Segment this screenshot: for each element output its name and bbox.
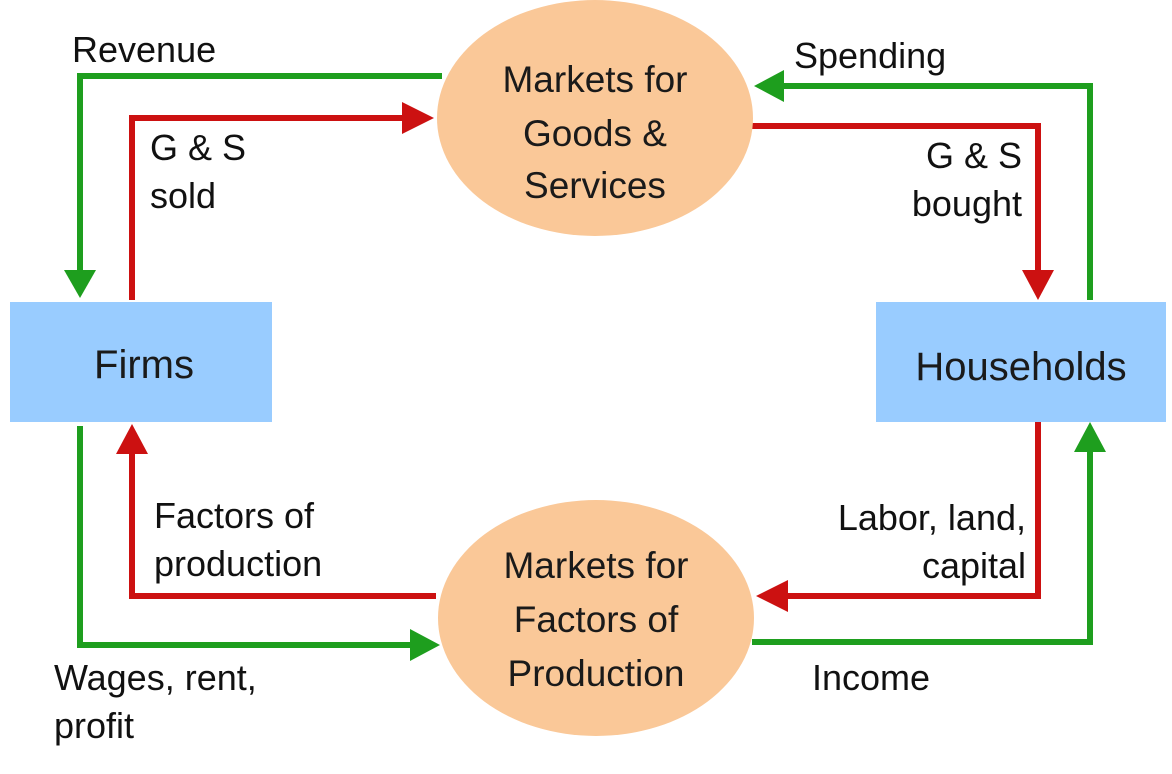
factors-market-label-line3: Production: [508, 653, 685, 694]
gs-bought-flow-line: [752, 123, 1041, 272]
factors-arrowhead: [116, 424, 148, 454]
income-arrowhead: [1074, 422, 1106, 452]
labor-flow-line: [784, 422, 1041, 599]
goods-market-label-line1: Markets for: [502, 59, 687, 100]
factors-flow-line: [129, 450, 436, 599]
revenue-arrowhead: [64, 270, 96, 298]
real-flows: [116, 102, 1054, 612]
gs-sold-label-line2: sold: [150, 175, 216, 216]
firms-label: Firms: [94, 343, 194, 387]
wages-rent-profit-label-line2: profit: [54, 705, 134, 746]
wages-arrowhead: [410, 629, 440, 661]
households-label: Households: [915, 345, 1126, 389]
money-flows: [64, 70, 1106, 661]
spending-arrowhead: [754, 70, 784, 102]
goods-market-label-line3: Services: [524, 165, 666, 206]
goods-market-ellipse: [437, 0, 753, 236]
revenue-flow-line: [77, 73, 442, 272]
flow-labels: Revenue G & S sold Spending G & S bought…: [54, 29, 1026, 746]
spending-flow-line: [780, 83, 1093, 300]
factors-of-production-label-line1: Factors of: [154, 495, 315, 536]
gs-bought-label-line2: bought: [912, 183, 1022, 224]
gs-bought-arrowhead: [1022, 270, 1054, 300]
income-flow-line: [752, 448, 1093, 645]
spending-label: Spending: [794, 35, 946, 76]
wages-rent-profit-label-line1: Wages, rent,: [54, 657, 257, 698]
goods-services-market: Markets for Goods & Services: [437, 0, 753, 236]
wages-flow-line: [77, 426, 414, 648]
revenue-label: Revenue: [72, 29, 216, 70]
labor-land-capital-label-line2: capital: [922, 545, 1026, 586]
factors-of-production-label-line2: production: [154, 543, 322, 584]
factors-market-label-line2: Factors of: [514, 599, 679, 640]
labor-arrowhead: [756, 580, 788, 612]
firms-box-rect: [10, 302, 272, 422]
households-box: Households: [876, 302, 1166, 422]
households-box-rect: [876, 302, 1166, 422]
factors-market-label-line1: Markets for: [503, 545, 688, 586]
labor-land-capital-label-line1: Labor, land,: [838, 497, 1026, 538]
firms-box: Firms: [10, 302, 272, 422]
gs-sold-arrowhead: [402, 102, 434, 134]
factors-market-ellipse: [438, 500, 754, 736]
gs-bought-label-line1: G & S: [926, 135, 1022, 176]
goods-market-label-line2: Goods &: [523, 113, 667, 154]
gs-sold-label-line1: G & S: [150, 127, 246, 168]
gs-sold-flow-line: [129, 115, 406, 300]
factors-production-market: Markets for Factors of Production: [438, 500, 754, 736]
income-label: Income: [812, 657, 930, 698]
